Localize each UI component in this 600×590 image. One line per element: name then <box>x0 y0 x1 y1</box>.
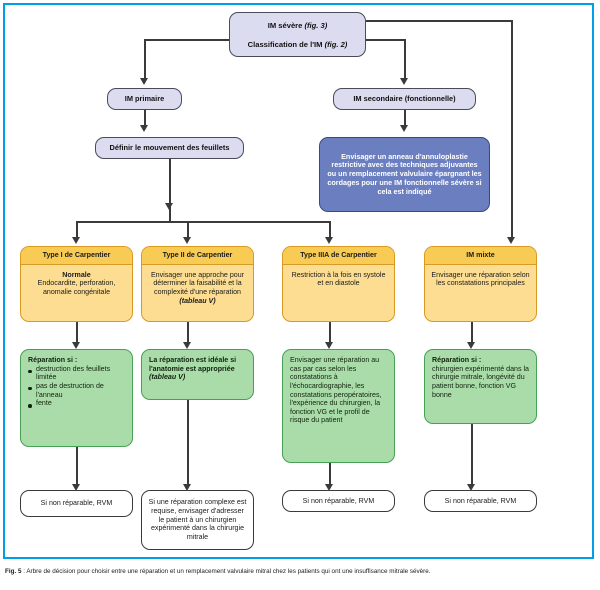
node-im-mixte[interactable]: IM mixte Envisager une réparation selon … <box>424 246 537 322</box>
arrow-to-annuloplastie <box>399 125 408 132</box>
im-primaire-label: IM primaire <box>124 94 165 104</box>
arrow-to-white1 <box>71 484 80 491</box>
arrow-to-im-mixte <box>506 237 515 244</box>
node-reparation-cas-par-cas[interactable]: Envisager une réparation au cas par cas … <box>282 349 395 463</box>
green4-text: chirurgien expérimenté dans la chirurgie… <box>432 364 530 399</box>
connector-mixte-green4 <box>471 322 473 344</box>
arrow-to-green2 <box>182 342 191 349</box>
connector-root-secondaire-vertical <box>404 39 406 79</box>
green1-item: fente <box>28 399 125 408</box>
arrow-to-definir <box>139 125 148 132</box>
connector-root-left-horizontal <box>144 39 229 41</box>
type3a-body: Restriction à la fois en systole et en d… <box>283 265 394 294</box>
green1-item: pas de destruction de l'anneau <box>28 382 125 399</box>
node-reparation-si-feuillets[interactable]: Réparation si : destruction des feuillet… <box>20 349 133 447</box>
type3a-header: Type IIIA de Carpentier <box>283 247 394 265</box>
type2-body-text: Envisager une approche pour déterminer l… <box>150 270 245 296</box>
arrow-to-type2 <box>182 237 191 244</box>
connector-definir-down <box>169 159 171 211</box>
arrow-definir-bus <box>164 203 173 210</box>
connector-green4-white4 <box>471 424 473 485</box>
arrow-to-green1 <box>71 342 80 349</box>
green2-italic: (tableau V) <box>149 373 186 382</box>
caption-text: : Arbre de décision pour choisir entre u… <box>21 568 431 575</box>
node-reparation-si-chirurgien[interactable]: Réparation si : chirurgien expérimenté d… <box>424 349 537 424</box>
annuloplastie-text: Envisager un anneau d'annuloplastie rest… <box>327 151 482 196</box>
connector-bus-drop-type3a <box>329 221 331 238</box>
white3-text: Si non réparable, RVM <box>302 496 375 505</box>
arrow-to-white3 <box>324 484 333 491</box>
connector-mixte-long-vertical <box>511 20 513 238</box>
connector-branch-bus <box>76 221 329 223</box>
node-si-non-reparable-rvm-2[interactable]: Si non réparable, RVM <box>282 490 395 512</box>
node-reparation-complexe-adresser[interactable]: Si une réparation complexe est requise, … <box>141 490 254 550</box>
node-reparation-ideale-anatomie[interactable]: La réparation est idéale si l'anatomie e… <box>141 349 254 400</box>
node-im-secondaire[interactable]: IM secondaire (fonctionnelle) <box>333 88 476 110</box>
type2-header: Type II de Carpentier <box>142 247 253 265</box>
connector-primaire-definir <box>144 110 146 126</box>
definir-label: Définir le mouvement des feuillets <box>109 143 230 153</box>
node-im-severe-classification[interactable]: IM sévère (fig. 3) Classification de l'I… <box>229 12 366 57</box>
node-type-iiia-carpentier[interactable]: Type IIIA de Carpentier Restriction à la… <box>282 246 395 322</box>
connector-green1-white1 <box>76 447 78 485</box>
connector-secondaire-annuloplastie <box>404 110 406 126</box>
mixte-body: Envisager une réparation selon les const… <box>425 265 536 294</box>
arrow-to-im-primaire <box>139 78 148 85</box>
type1-header: Type I de Carpentier <box>21 247 132 265</box>
arrow-to-white2 <box>182 484 191 491</box>
connector-bus-drop-type2 <box>187 221 189 238</box>
type1-body-bold: Normale <box>62 270 91 279</box>
node-anneau-annuloplastie[interactable]: Envisager un anneau d'annuloplastie rest… <box>319 137 490 212</box>
arrow-to-im-secondaire <box>399 78 408 85</box>
arrow-to-green3 <box>324 342 333 349</box>
connector-green2-white2 <box>187 400 189 485</box>
node-type-ii-carpentier[interactable]: Type II de Carpentier Envisager une appr… <box>141 246 254 322</box>
type2-body: Envisager une approche pour déterminer l… <box>142 265 253 312</box>
green2-text: La réparation est idéale si l'anatomie e… <box>149 356 237 373</box>
green1-list: destruction des feuillets limitée pas de… <box>28 365 125 408</box>
node-si-non-reparable-rvm-1[interactable]: Si non réparable, RVM <box>20 490 133 517</box>
type3a-body-text: Restriction à la fois en systole et en d… <box>291 270 386 288</box>
white2-text: Si une réparation complexe est requise, … <box>148 498 247 541</box>
root-line-2: Classification de l'IM (fig. 2) <box>247 40 348 50</box>
connector-bus-drop-type1 <box>76 221 78 238</box>
green1-item: destruction des feuillets limitée <box>28 365 125 382</box>
connector-root-farright-horizontal <box>366 20 512 22</box>
connector-green3-white3 <box>329 463 331 485</box>
type1-body-text: Endocardite, perforation, anomalie congé… <box>37 279 116 296</box>
mixte-header: IM mixte <box>425 247 536 265</box>
caption-prefix: Fig. 5 <box>5 568 22 575</box>
green3-text: Envisager une réparation au cas par cas … <box>290 356 382 425</box>
connector-root-right-horizontal <box>366 39 405 41</box>
arrow-to-type3a <box>324 237 333 244</box>
connector-type3a-green3 <box>329 322 331 344</box>
figure-caption: Fig. 5 : Arbre de décision pour choisir … <box>5 568 597 576</box>
green1-title: Réparation si : <box>28 356 78 364</box>
node-type-i-carpentier[interactable]: Type I de Carpentier Normale Endocardite… <box>20 246 133 322</box>
white4-text: Si non réparable, RVM <box>444 496 517 505</box>
type1-body: Normale Endocardite, perforation, anomal… <box>21 265 132 303</box>
connector-type1-green1 <box>76 322 78 344</box>
node-si-non-reparable-rvm-3[interactable]: Si non réparable, RVM <box>424 490 537 512</box>
connector-type2-green2 <box>187 322 189 344</box>
node-im-primaire[interactable]: IM primaire <box>107 88 182 110</box>
arrow-to-green4 <box>466 342 475 349</box>
connector-root-left-vertical <box>144 39 146 79</box>
mixte-body-text: Envisager une réparation selon les const… <box>431 270 530 288</box>
root-line-1: IM sévère (fig. 3) <box>267 21 328 30</box>
im-secondaire-label: IM secondaire (fonctionnelle) <box>353 94 456 104</box>
arrow-to-white4 <box>466 484 475 491</box>
white1-text: Si non réparable, RVM <box>40 499 113 508</box>
arrow-to-type1 <box>71 237 80 244</box>
connector-definir-to-bus <box>169 211 171 221</box>
node-definir-mouvement-feuillets[interactable]: Définir le mouvement des feuillets <box>95 137 244 159</box>
green4-title: Réparation si : <box>432 356 482 364</box>
type2-body-italic: (tableau V) <box>179 296 216 305</box>
